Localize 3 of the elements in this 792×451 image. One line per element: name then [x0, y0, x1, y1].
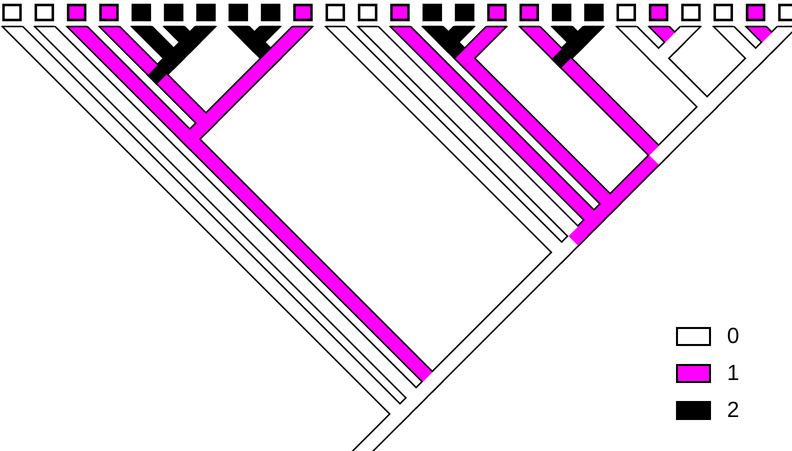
legend-label: 1 [727, 362, 740, 384]
legend-label: 0 [727, 325, 740, 347]
legend-label: 2 [727, 399, 740, 421]
